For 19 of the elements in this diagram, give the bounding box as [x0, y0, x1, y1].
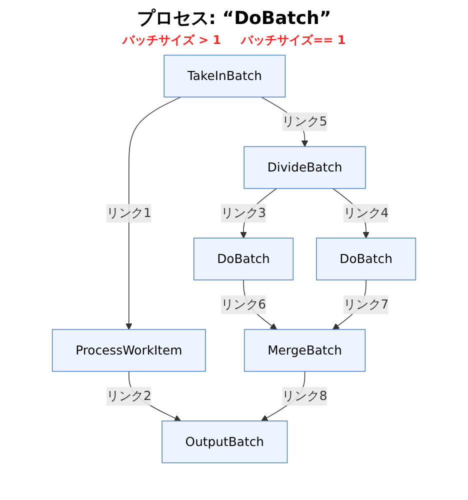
- edge-label: リンク2: [106, 388, 152, 404]
- edge-label: リンク5: [282, 114, 328, 129]
- edge-label: リンク3: [220, 206, 266, 220]
- condition-note: バッチサイズ > 1: [122, 33, 222, 47]
- node-box: OutputBatch: [162, 420, 288, 464]
- condition-note: バッチサイズ== 1: [241, 33, 346, 47]
- arrow: [125, 96, 182, 330]
- edge-label: リンク8: [282, 388, 328, 404]
- node-box: ProcessWorkItem: [52, 329, 206, 372]
- edge-label: リンク4: [344, 206, 389, 220]
- node-box: TakeInBatch: [164, 54, 286, 98]
- edge-label: リンク7: [344, 296, 389, 312]
- node-box: DoBatch: [316, 238, 416, 280]
- edge-label: リンク1: [106, 206, 152, 220]
- node-box: DoBatch: [194, 238, 294, 280]
- node-box: MergeBatch: [244, 329, 366, 372]
- node-box: DivideBatch: [244, 146, 366, 189]
- edge-label: リンク6: [220, 296, 266, 312]
- diagram-title: プロセス: “DoBatch”: [136, 7, 332, 30]
